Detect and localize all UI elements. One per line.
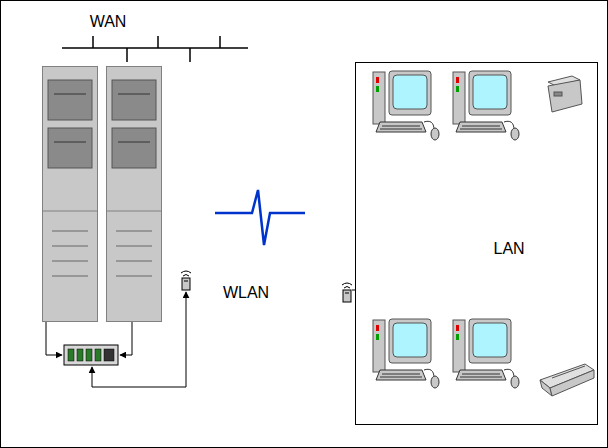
printer-icon <box>548 76 582 112</box>
wireless-antenna <box>342 283 352 302</box>
desktop-pc <box>373 71 439 140</box>
desktop-pc <box>453 71 519 140</box>
desktop-pc <box>373 319 439 388</box>
lan-box: LAN <box>355 62 598 425</box>
network-label: LAN <box>494 239 525 258</box>
wan-bus <box>62 36 248 62</box>
network-label: WAN <box>90 12 127 31</box>
network-label: WLAN <box>223 283 269 302</box>
scanner-icon <box>540 364 594 396</box>
network-switch <box>64 345 118 365</box>
server-tower <box>42 67 98 322</box>
server-tower <box>106 67 162 322</box>
desktop-pc <box>453 319 519 388</box>
wires <box>46 290 355 387</box>
wireless-antenna <box>181 271 191 290</box>
wireless-signal <box>215 190 305 245</box>
